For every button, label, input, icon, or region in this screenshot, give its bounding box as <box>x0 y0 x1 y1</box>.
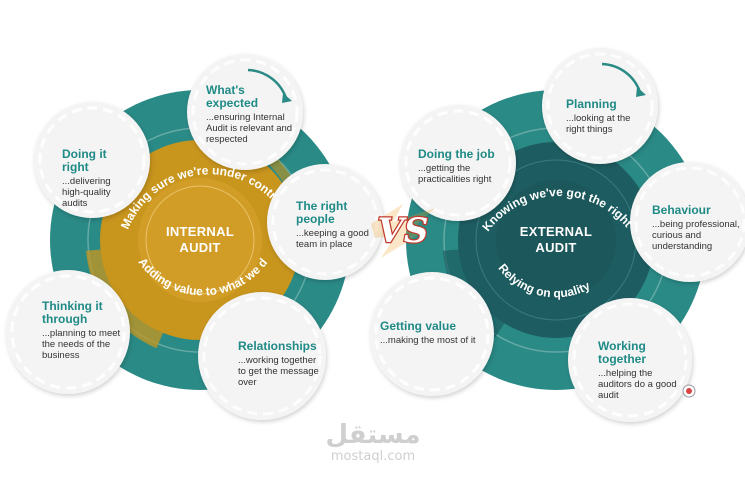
right-hub-title: EXTERNAL AUDIT <box>519 224 593 255</box>
item-desc: ...being professional, curious and under… <box>652 219 740 252</box>
item-desc: ...getting the practicalities right <box>418 163 492 185</box>
item-behaviour: Behaviour ...being professional, curious… <box>652 203 744 253</box>
item-thinking-it-through: Thinking it through ...planning to meet … <box>42 299 122 362</box>
bubble-working-together <box>568 298 692 422</box>
watermark: مستقل mostaql.com <box>318 420 428 464</box>
bubble-thinking-it-through <box>6 270 130 394</box>
watermark-arabic: مستقل <box>325 420 421 450</box>
item-title: The right people <box>296 199 348 226</box>
item-getting-value: Getting value ...making the most of it <box>380 319 490 347</box>
item-title: Relationships <box>238 339 317 353</box>
item-desc: ...helping the auditors do a good audit <box>598 368 677 401</box>
left-hub-title: INTERNAL AUDIT <box>165 224 235 255</box>
item-title: Working together <box>598 339 646 366</box>
item-right-people: The right people ...keeping a good team … <box>296 199 374 251</box>
bubble-getting-value <box>370 272 494 396</box>
bubble-behaviour <box>630 162 745 282</box>
item-whats-expected: What's expected ...ensuring Internal Aud… <box>206 83 294 146</box>
item-title: Doing the job <box>418 147 495 161</box>
item-desc: ...delivering high-quality audits <box>62 176 111 209</box>
item-title: Planning <box>566 97 617 111</box>
item-doing-the-job: Doing the job ...getting the practicalit… <box>418 147 500 186</box>
bubble-doing-it-right <box>34 102 150 218</box>
vs-emblem: VS <box>363 196 443 266</box>
watermark-latin: mostaql.com <box>330 449 416 464</box>
item-desc: ...making the most of it <box>380 335 476 346</box>
item-doing-it-right: Doing it right ...delivering high-qualit… <box>62 147 132 210</box>
bubble-whats-expected <box>187 54 303 170</box>
bubble-relationships <box>198 292 326 420</box>
item-title: Getting value <box>380 319 457 333</box>
vs-graphic: VS <box>371 204 435 258</box>
item-desc: ...working together to get the message o… <box>238 355 319 388</box>
bubble-planning <box>542 48 658 164</box>
vs-text: VS <box>378 211 429 251</box>
item-working-together: Working together ...helping the auditors… <box>598 339 678 402</box>
bubble-right-people <box>267 164 383 280</box>
item-relationships: Relationships ...working together to get… <box>238 339 322 389</box>
item-title: What's expected <box>206 83 259 110</box>
bubble-doing-the-job <box>400 105 516 221</box>
item-planning: Planning ...looking at the right things <box>566 97 644 136</box>
item-desc: ...keeping a good team in place <box>296 228 369 250</box>
item-title: Thinking it through <box>42 299 103 326</box>
item-desc: ...planning to meet the needs of the bus… <box>42 328 121 361</box>
item-desc: ...looking at the right things <box>566 113 631 135</box>
item-desc: ...ensuring Internal Audit is relevant a… <box>206 112 293 145</box>
item-title: Behaviour <box>652 203 711 217</box>
item-title: Doing it right <box>62 147 107 174</box>
